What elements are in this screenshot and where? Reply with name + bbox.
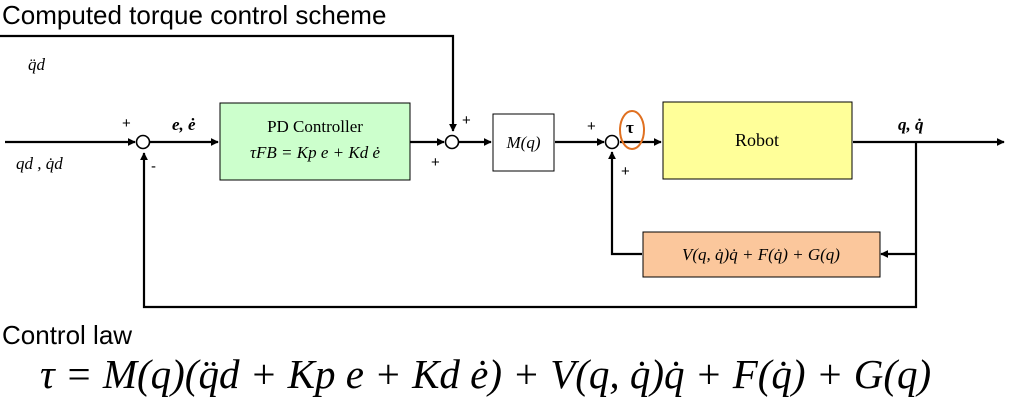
output-label: q, q̇ [898, 115, 924, 134]
tau-highlight [619, 110, 645, 150]
diagram-title: Computed torque control scheme [2, 0, 387, 30]
q-desired-label: qd , q̇d [16, 154, 63, 173]
sum3-sign-bottom: + [621, 163, 630, 180]
feedforward-line [0, 34, 457, 132]
control-law-title: Control law [2, 320, 133, 350]
error-label: e, ė [172, 115, 196, 134]
summing-junction-1 [135, 134, 151, 150]
nonlinear-terms-label: V(q, q̇)q̇ + F(q̇) + G(q) [682, 245, 840, 264]
inner-feedback-line [608, 151, 642, 256]
pd-controller-label: PD Controller [267, 117, 363, 136]
qdd-desired-label: q̈d [28, 55, 46, 74]
mass-matrix-block [492, 113, 555, 172]
sum2-sign-top: + [462, 112, 471, 129]
sum2-sign-bottom: + [431, 154, 440, 171]
pd-controller-block [219, 102, 411, 181]
control-law-equation: τ = M(q)(q̈d + Kp e + Kd ė) + V(q, q̇)q̇… [40, 351, 932, 397]
tau-label: τ [626, 118, 634, 137]
sum1-sign-bottom: - [151, 158, 156, 175]
summing-junction-2 [444, 134, 460, 150]
pd-controller-formula: τFB = Kp e + Kd ė [250, 143, 381, 162]
sum1-sign-top: + [122, 115, 131, 132]
sum3-sign-left: + [587, 118, 596, 135]
robot-label: Robot [735, 130, 779, 150]
mass-matrix-label: M(q) [506, 133, 541, 152]
outer-feedback-line [140, 142, 918, 309]
nonlinear-terms-block [642, 231, 881, 278]
robot-block [662, 101, 853, 180]
summing-junction-3 [604, 134, 620, 150]
